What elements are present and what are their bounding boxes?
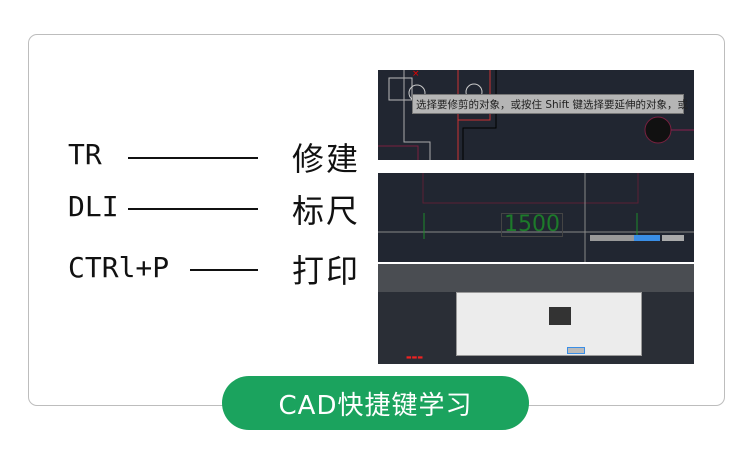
shortcut-meaning-trim: 修建 [292, 140, 361, 178]
tooltip-text: 选择要修剪的对象，或按住 Shift 键选择要延伸的对象，或 [416, 99, 689, 111]
button-label: CAD快捷键学习 [278, 390, 473, 421]
shortcut-meaning-ruler: 标尺 [292, 192, 361, 230]
trim-screenshot: × 选择要修剪的对象，或按住 Shift 键选择要延伸的对象，或 [378, 70, 694, 160]
connector-line [128, 157, 258, 159]
cad-dimension-lines [378, 173, 694, 262]
shortcut-key-dli: DLI [68, 190, 119, 223]
connector-line [128, 208, 258, 210]
ribbon-toolbar [378, 264, 694, 292]
connector-line [190, 269, 258, 271]
cad-shortcut-learning-button[interactable]: CAD快捷键学习 [222, 376, 529, 430]
print-dialog-screenshot: ▬▬▬ [378, 264, 694, 364]
svg-text:×: × [412, 70, 420, 79]
trim-command-tooltip: 选择要修剪的对象，或按住 Shift 键选择要延伸的对象，或 [412, 94, 688, 114]
shortcut-key-tr: TR [68, 138, 102, 171]
dimension-value: 1500 [501, 213, 563, 237]
shortcut-meaning-print: 打印 [292, 252, 361, 290]
cad-drawing-lines: × [378, 70, 694, 160]
dimension-screenshot: 1500 [378, 173, 694, 262]
shortcut-key-ctrlp: CTRl+P [68, 251, 170, 284]
plot-dialog [456, 292, 642, 356]
